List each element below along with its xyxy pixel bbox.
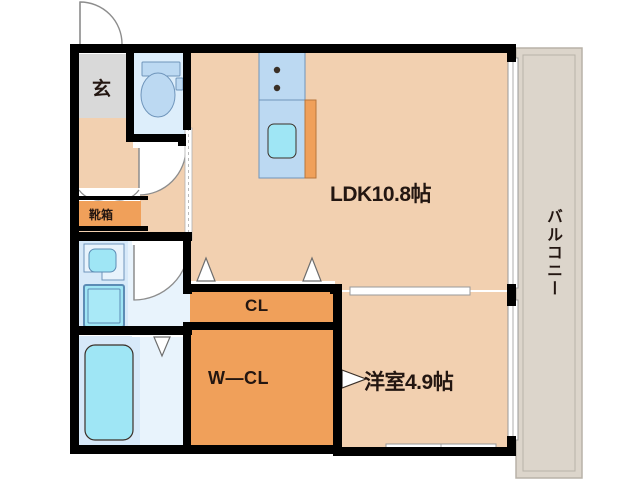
wall-hall-ldk-vert-lower [183, 236, 191, 292]
toilet-bowl [140, 72, 176, 118]
closet-cl-door-triangle-icon [302, 256, 322, 282]
closet-cl-door-triangle-icon [196, 256, 216, 282]
bathroom-door-arrow-icon [153, 336, 171, 358]
wall-toilet-south [126, 134, 186, 142]
stove-burner-icon [273, 84, 281, 92]
wall-closet-divider [190, 322, 340, 330]
genkan-tile-floor [78, 50, 130, 118]
wall-west-main [70, 44, 79, 454]
wall-washroom-bath [70, 326, 192, 335]
balcony-floor [516, 48, 582, 478]
wall-nub-washroom-door [183, 232, 192, 241]
wall-ldk-bedroom-vert [333, 284, 342, 456]
wall-nub-cl-left [183, 284, 192, 294]
refrigerator-space [304, 99, 317, 179]
entry-door-swing-arc [79, 1, 123, 45]
wall-genkan-east [126, 44, 134, 124]
wall-south-left [70, 445, 198, 454]
wall-east-lower [507, 436, 516, 456]
bedroom-north-window [349, 286, 471, 296]
wall-nub-cl-right [330, 284, 341, 294]
toilet-door-opening [133, 138, 185, 148]
stove-burner-icon [273, 66, 281, 74]
bathtub [84, 344, 134, 441]
wall-hall-washroom [70, 232, 138, 241]
ldk-floor [190, 50, 515, 290]
wall-hall-washroom-right [126, 232, 190, 241]
wall-north-main [70, 44, 516, 53]
kitchen-stove-unit [258, 51, 306, 101]
wall-shoebox-bottom [70, 226, 148, 231]
wall-wcl-south [190, 445, 340, 454]
wall-bedroom-south [333, 447, 515, 456]
bedroom-floor [340, 292, 515, 447]
closet-wcl-floor [190, 330, 335, 448]
wall-hall-ldk-vert [183, 44, 191, 130]
wall-east-upper [507, 44, 516, 62]
wall-east-mid [507, 284, 516, 306]
closet-cl-floor [190, 290, 335, 325]
kitchen-sink-basin [267, 123, 297, 159]
washing-machine-inner [87, 288, 121, 324]
wall-hall-wcl-vert [183, 322, 191, 450]
wall-nub-toilet-door [178, 134, 186, 146]
shoe-box-floor [79, 201, 141, 226]
balcony-railing-inner [522, 54, 576, 472]
vanity-basin [88, 248, 117, 273]
wall-ldk-south [190, 284, 340, 292]
toilet-handle [175, 77, 184, 91]
wall-lines [70, 44, 516, 456]
wall-shoebox-top [70, 196, 148, 200]
